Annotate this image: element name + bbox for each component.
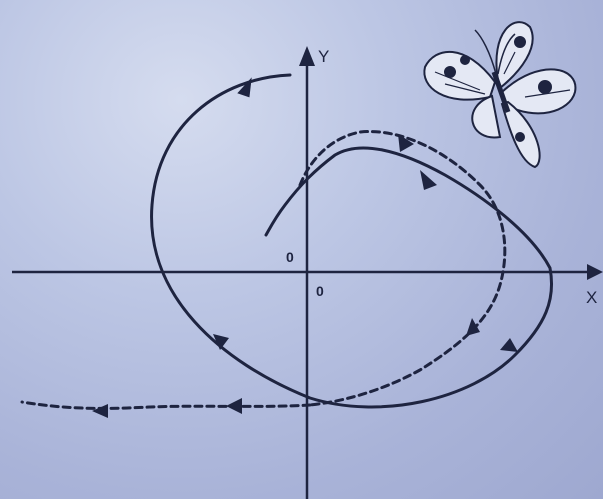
- dashed-upper-loop: [300, 132, 505, 405]
- dashed-arrow-1: [398, 134, 414, 152]
- dashed-lower-tail: [22, 402, 310, 408]
- y-axis-arrow: [299, 46, 315, 66]
- dashed-arrow-3: [226, 398, 242, 414]
- origin-label-upper: 0: [286, 249, 294, 265]
- dashed-arrow-4: [92, 404, 108, 418]
- origin-label-lower: 0: [316, 283, 324, 299]
- solid-arrow-4: [420, 170, 437, 190]
- x-axis-arrow: [587, 264, 603, 280]
- dashed-arrow-2: [466, 318, 480, 336]
- y-axis-label: Y: [318, 47, 329, 66]
- butterfly-icon: [424, 22, 575, 167]
- solid-arrow-3: [500, 338, 518, 352]
- x-axis-label: X: [586, 288, 597, 307]
